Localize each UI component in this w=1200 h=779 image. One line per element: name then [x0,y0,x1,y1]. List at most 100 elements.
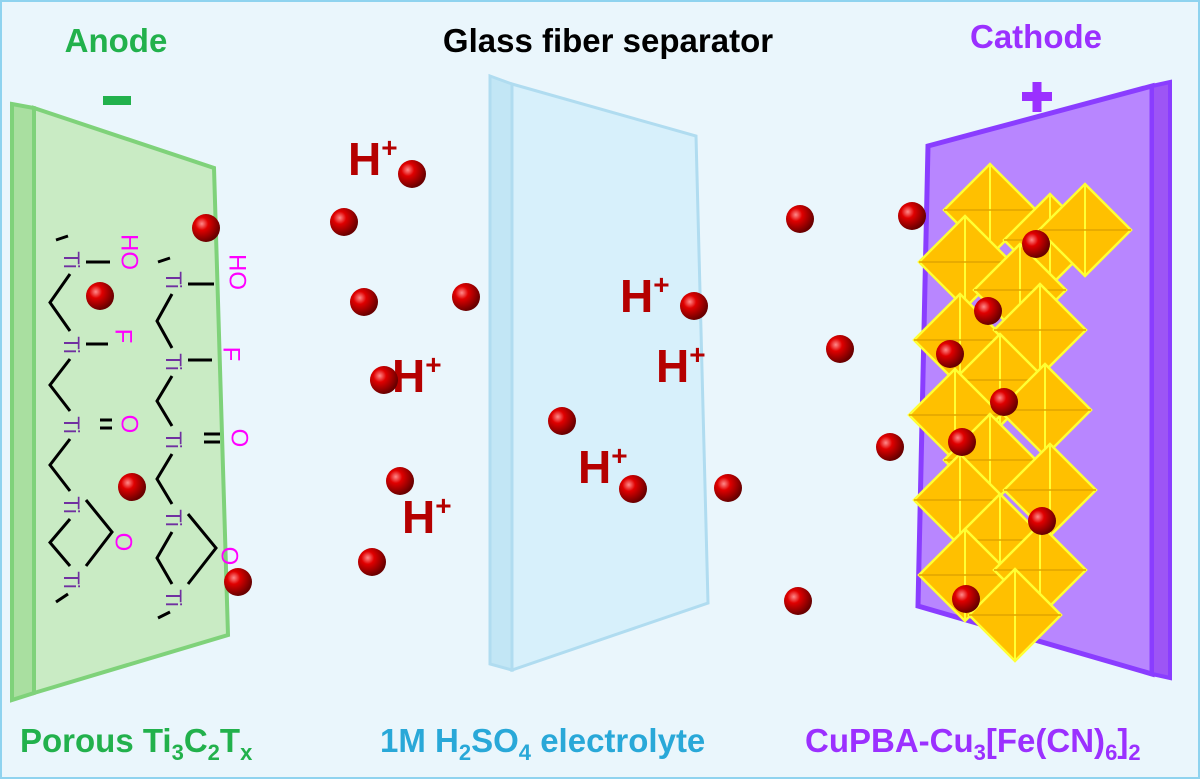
cathode-label: Cathode [970,18,1102,55]
hydroxyl-group-label: HO [224,254,251,290]
octahedron [967,567,1063,663]
proton-charge: + [435,490,451,521]
proton-sphere [386,467,414,495]
separator-edge [488,73,514,672]
ti-atom-label: Ti [161,509,186,527]
proton-charge: + [689,339,705,370]
anode-label: Anode [65,22,168,59]
proton-sphere [1028,507,1056,535]
cathode-material-label: CuPBA-Cu3[Fe(CN)6]2 [805,722,1141,765]
proton-symbol: H [402,491,435,543]
bond-line [155,453,174,505]
proton-sphere [952,585,980,613]
proton-sphere [86,282,114,310]
anode-panel-edge [10,101,36,703]
anode-material-label: Porous Ti3C2Tx [20,722,253,765]
fluorine-group-label: F [110,329,137,344]
bond-line [55,234,69,242]
bridging-oxygen-label: O [216,547,243,566]
octahedron [1037,182,1133,278]
proton-charge: + [425,349,441,380]
proton-symbol: H [578,441,611,493]
ti-atom-label: Ti [161,431,186,449]
proton-label: H+ [392,349,442,402]
bond-line [48,358,72,412]
proton-label: H+ [402,490,452,543]
separator [488,73,710,673]
bond-line [155,293,174,349]
proton-sphere [330,208,358,236]
proton-sphere [936,340,964,368]
ti-atom-label: Ti [59,496,84,514]
proton-label: H+ [348,132,398,185]
ti-atom-label: Ti [161,589,186,607]
bond-line [55,592,69,604]
fluorine-group-label: F [218,347,245,362]
ti-atom-label: Ti [59,336,84,354]
proton-sphere [680,292,708,320]
anode-panel [32,105,231,696]
proton-symbol: H [656,340,689,392]
proton-symbol: H [392,350,425,402]
proton-sphere [358,548,386,576]
bond-line [48,438,72,492]
proton-symbol: H [348,133,381,185]
proton-sphere [1022,230,1050,258]
proton-spheres [86,160,1056,615]
ti-atom-label: Ti [161,353,186,371]
proton-sphere [452,283,480,311]
proton-sphere [350,288,378,316]
proton-symbol: H [620,270,653,322]
oxo-group-label: O [226,429,253,448]
bond-line [155,375,174,427]
hydroxyl-group-label: HO [116,234,143,270]
proton-charge: + [381,132,397,163]
bond-line [48,273,72,332]
bond-line [157,610,171,620]
proton-sphere [974,297,1002,325]
proton-label: H+ [656,339,706,392]
proton-sphere [370,366,398,394]
proton-sphere [784,587,812,615]
proton-sphere [619,475,647,503]
bond-line [84,499,114,567]
cathode-plus-sign [1022,82,1052,112]
proton-sphere [826,335,854,363]
separator-panel [510,82,710,673]
bond-line [186,513,218,585]
bond-line [155,531,174,585]
bridging-oxygen-label: O [110,533,137,552]
proton-sphere [786,205,814,233]
proton-charge: + [611,440,627,471]
proton-sphere [224,568,252,596]
electrolyte-label: 1M H2SO4 electrolyte [380,722,705,765]
proton-sphere [192,214,220,242]
bond-line [48,518,72,567]
cathode-panel-edge [1150,79,1172,681]
cupba-framework [907,162,1133,663]
proton-sphere [548,407,576,435]
ti-atom-label: Ti [59,571,84,589]
proton-label: H+ [620,269,670,322]
proton-sphere [898,202,926,230]
oxo-group-label: O [116,415,143,434]
anode-electrode [10,101,231,703]
separator-label: Glass fiber separator [443,22,773,59]
proton-sphere [714,474,742,502]
ion-labels: H+H+H+H+H+H+ [348,132,706,543]
ti-atom-label: Ti [59,416,84,434]
proton-sphere [118,473,146,501]
proton-sphere [398,160,426,188]
proton-label: H+ [578,440,628,493]
proton-charge: + [653,269,669,300]
proton-sphere [948,428,976,456]
anode-minus-sign [103,96,131,105]
ti-atom-label: Ti [161,271,186,289]
proton-sphere [990,388,1018,416]
bond-line [157,256,171,264]
proton-sphere [876,433,904,461]
